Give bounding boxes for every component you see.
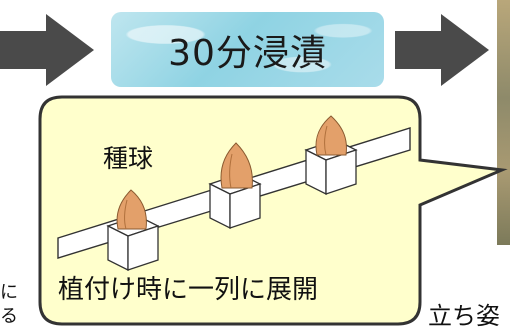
bulb-label: 種球 <box>103 144 154 173</box>
left-arrow-icon <box>0 14 95 86</box>
bulb-icon <box>315 115 347 156</box>
soak-label: 30分浸漬 <box>168 32 327 74</box>
planting-photo <box>497 0 510 245</box>
callout-caption: 植付け時に一列に展開 <box>58 275 319 305</box>
right-arrow-icon <box>395 14 490 86</box>
soak-step-box: 30分浸漬 <box>111 12 384 87</box>
bulb-icon <box>116 189 147 230</box>
clipped-text-left-bottom: る <box>0 306 18 327</box>
clipped-text-right-bottom: 立ち姿 <box>428 302 500 330</box>
bulb-icon <box>220 142 253 189</box>
clipped-text-left-top: に <box>0 282 18 303</box>
